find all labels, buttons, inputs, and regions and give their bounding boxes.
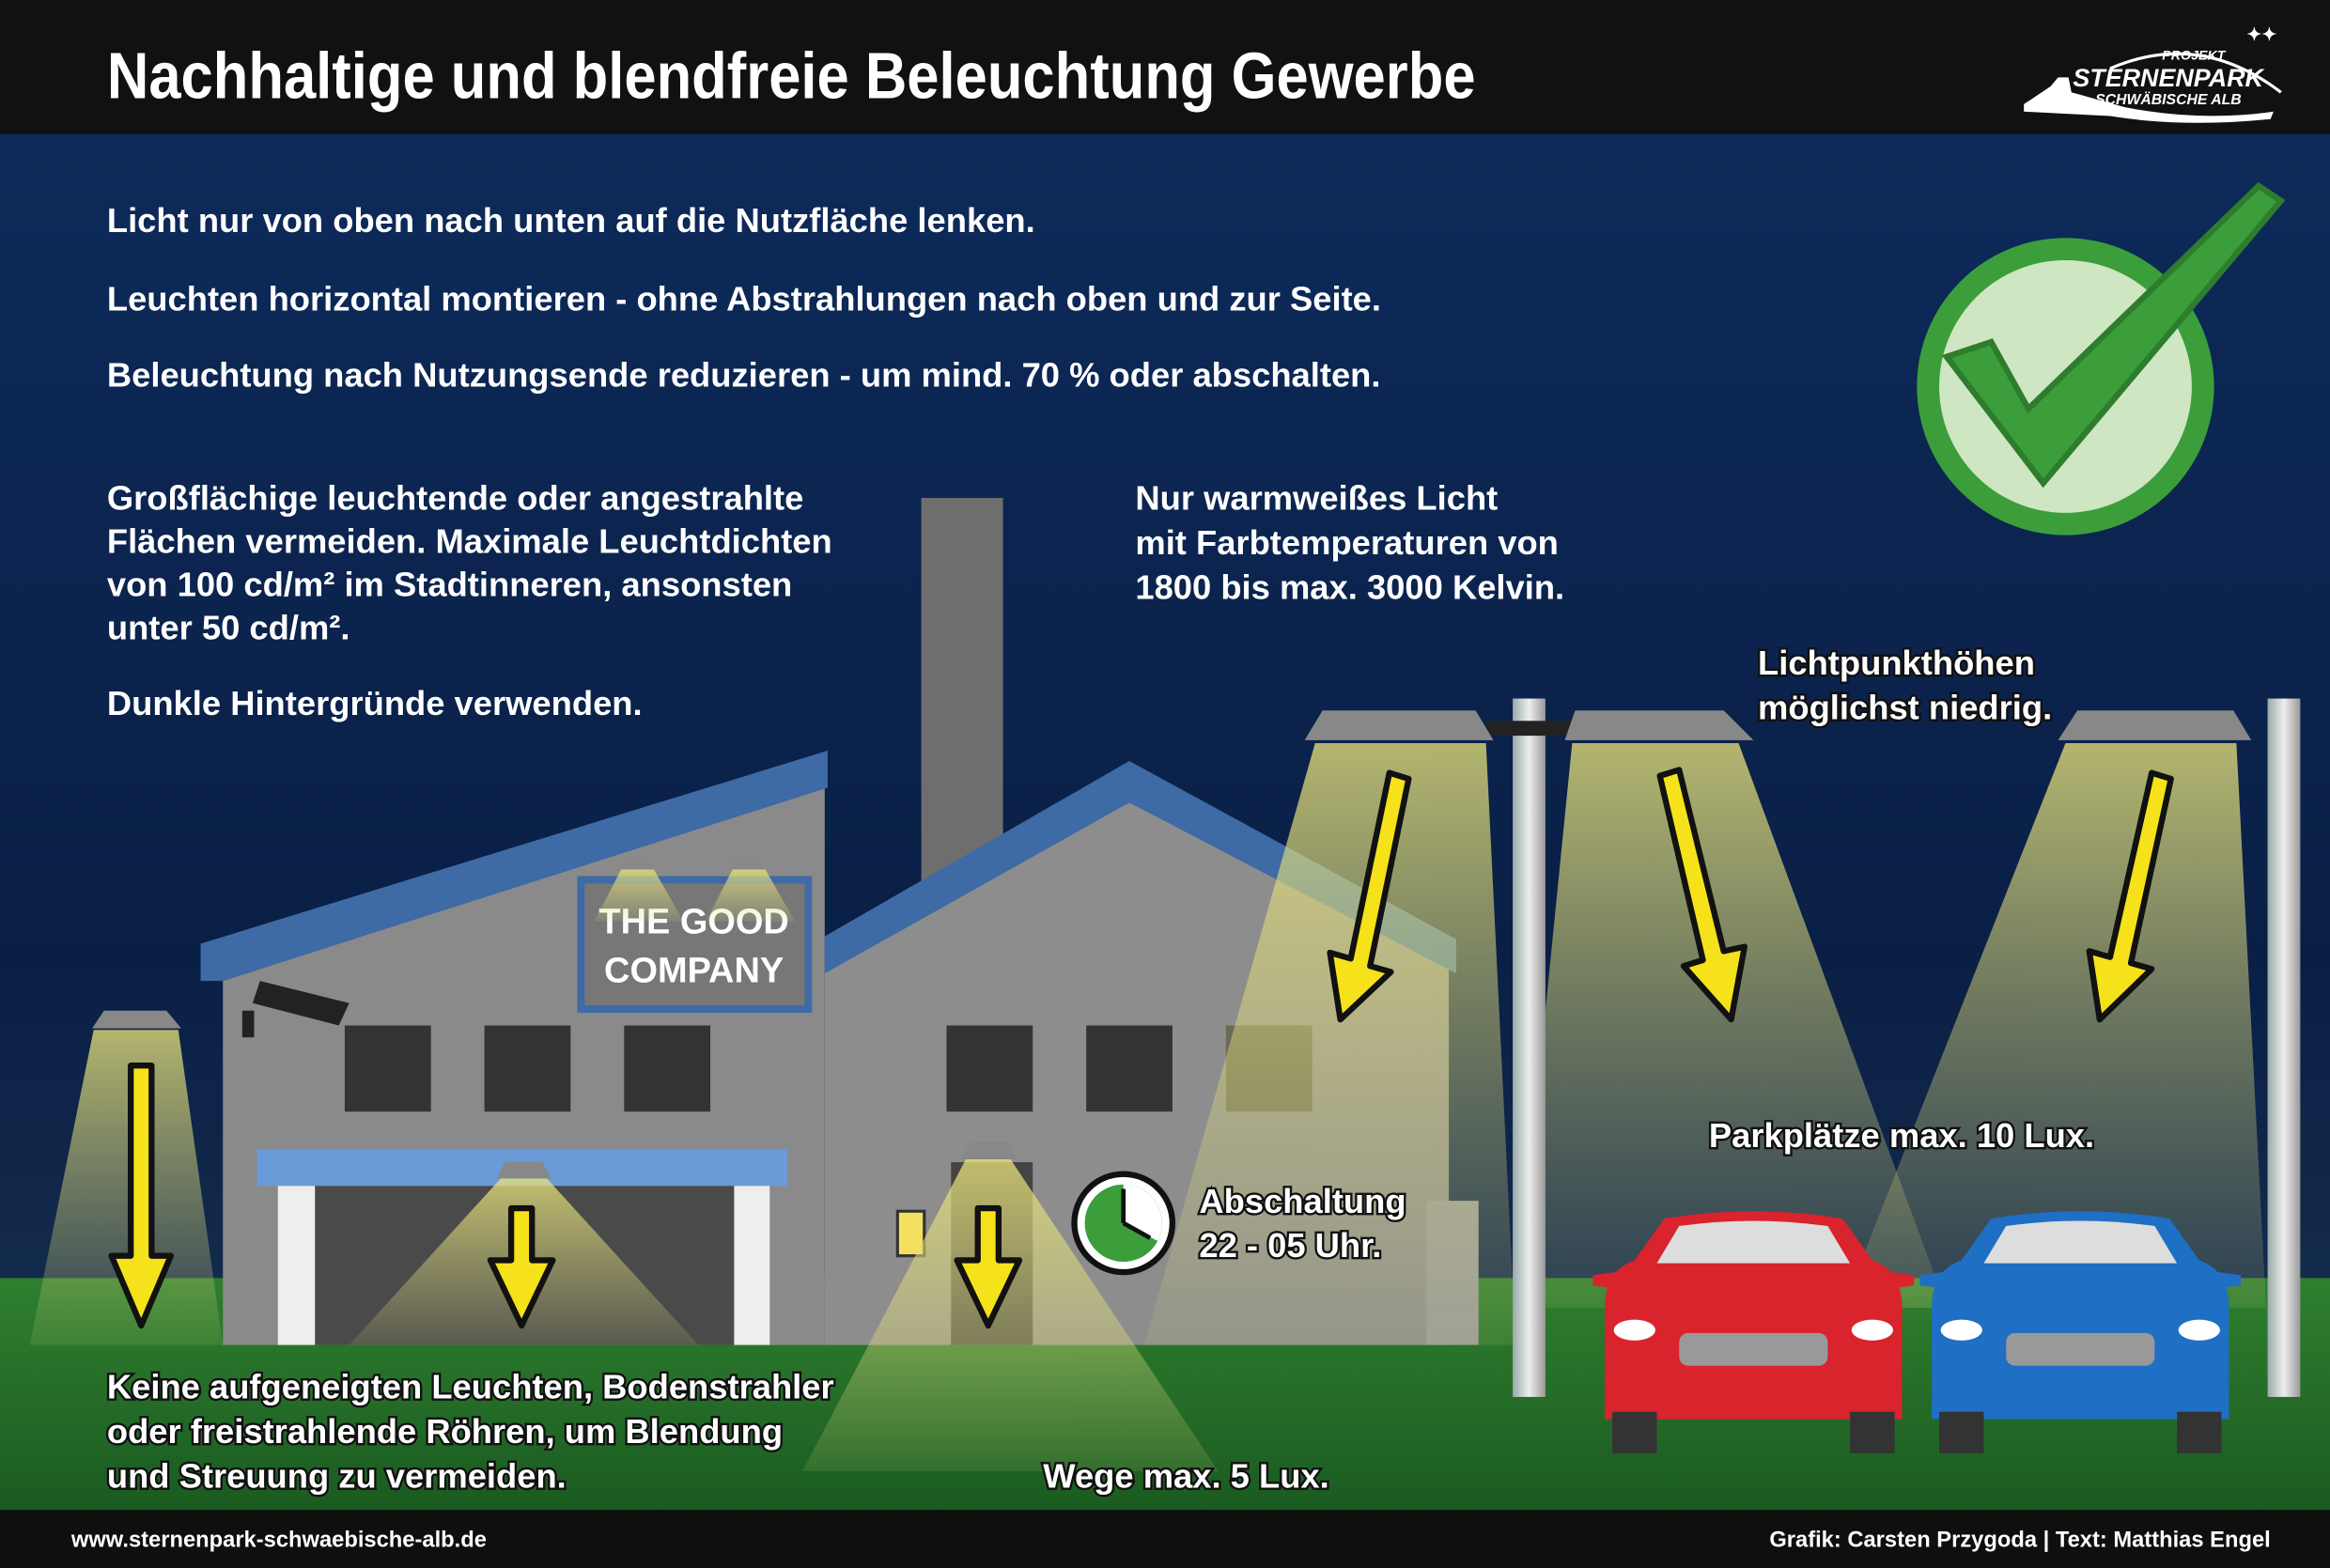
car-red — [1592, 1211, 1915, 1454]
warm-light-text: Nur warmweißes Licht mit Farbtemperature… — [1135, 479, 1564, 607]
svg-text:Flächen vermeiden. Maximale Le: Flächen vermeiden. Maximale Leuchtdichte… — [107, 522, 832, 561]
surfaces-text: Großflächige leuchtende oder angestrahlt… — [107, 479, 832, 647]
security-camera-icon — [241, 981, 350, 1038]
no-uplights-text: Keine aufgeneigten Leuchten, Bodenstrahl… — [105, 1365, 837, 1498]
down-arrow-icons — [108, 767, 2174, 1329]
svg-text:und Streuung zu vermeiden.: und Streuung zu vermeiden. — [107, 1456, 567, 1495]
shutoff-text: Abschaltung — [1199, 1182, 1406, 1220]
credits-text: Grafik: Carsten Przygoda | Text: Matthia… — [1769, 1529, 2270, 1553]
svg-text:oder freistrahlende Röhren, um: oder freistrahlende Röhren, um Blendung — [107, 1412, 783, 1451]
street-lamps — [92, 698, 2301, 1397]
paths-text: Wege max. 5 Lux. — [1043, 1456, 1328, 1495]
svg-text:Nur warmweißes Licht: Nur warmweißes Licht — [1135, 479, 1498, 518]
svg-text:1800 bis max. 3000 Kelvin.: 1800 bis max. 3000 Kelvin. — [1135, 568, 1564, 607]
header-bar: Nachhaltige und blendfreie Beleuchtung G… — [0, 0, 2330, 134]
heights-text: möglichst niedrig. — [1758, 689, 2052, 727]
shutoff-text: 22 - 05 Uhr. — [1199, 1226, 1381, 1265]
svg-text:STERNENPARK: STERNENPARK — [2073, 64, 2265, 92]
parking-text: Parkplätze max. 10 Lux. — [1709, 1116, 2094, 1155]
website-link[interactable]: www.sternenpark-schwaebische-alb.de — [70, 1529, 487, 1553]
light-beams — [29, 743, 2266, 1472]
page-title: Nachhaltige und blendfreie Beleuchtung G… — [107, 39, 1476, 113]
svg-text:unter 50 cd/m².: unter 50 cd/m². — [107, 608, 350, 646]
svg-text:Großflächige leuchtende oder a: Großflächige leuchtende oder angestrahlt… — [107, 479, 803, 518]
svg-text:PROJEKT: PROJEKT — [2162, 48, 2226, 63]
svg-text:Keine aufgeneigten Leuchten, B: Keine aufgeneigten Leuchten, Bodenstrahl… — [107, 1368, 834, 1406]
rule-text: Licht nur von oben nach unten auf die Nu… — [107, 201, 1035, 240]
stars-icon: ✦✦ — [2246, 25, 2276, 45]
svg-text:mit Farbtemperaturen von: mit Farbtemperaturen von — [1135, 523, 1559, 562]
svg-text:SCHWÄBISCHE ALB: SCHWÄBISCHE ALB — [2095, 91, 2242, 108]
car-blue — [1919, 1211, 2242, 1454]
svg-text:COMPANY: COMPANY — [604, 952, 784, 991]
clock-icon — [1071, 1171, 1176, 1276]
rule-text: Leuchten horizontal montieren - ohne Abs… — [107, 280, 1381, 318]
checkmark-icon — [1917, 181, 2286, 536]
dark-backgrounds-text: Dunkle Hintergründe verwenden. — [107, 684, 643, 722]
sternenpark-logo: PROJEKT STERNENPARK SCHWÄBISCHE ALB ✦✦ — [2024, 25, 2282, 123]
footer-bar — [0, 1510, 2330, 1568]
svg-text:von 100 cd/m² im Stadtinneren,: von 100 cd/m² im Stadtinneren, ansonsten — [107, 565, 792, 603]
rule-text: Beleuchtung nach Nutzungsende reduzieren… — [107, 355, 1381, 394]
heights-text: Lichtpunkthöhen — [1758, 644, 2035, 682]
